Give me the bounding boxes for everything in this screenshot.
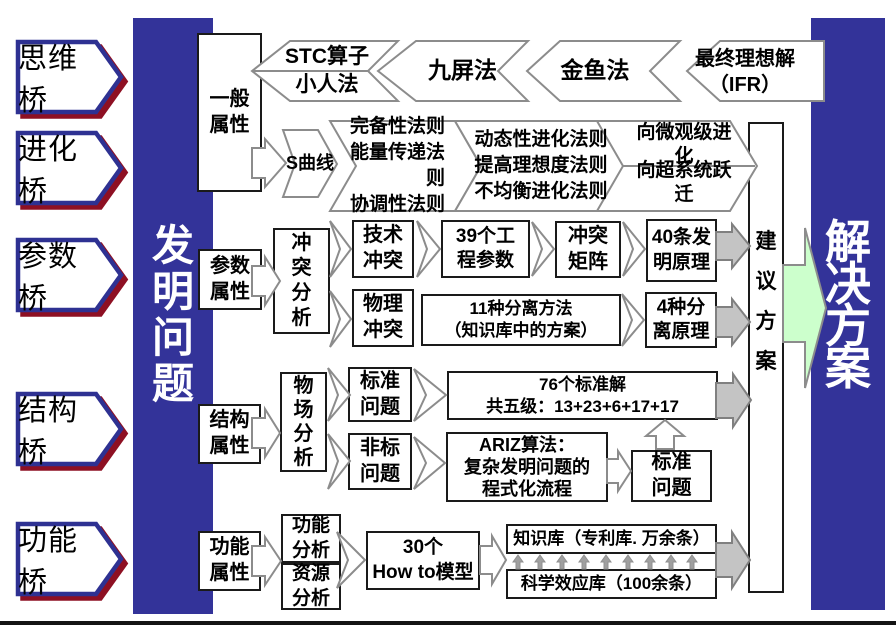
conflict-matrix-label: 冲突 矩阵 (568, 224, 608, 273)
function-attribute-label: 功能 属性 (209, 536, 250, 584)
bridge-label-function: 功能桥 (18, 525, 79, 599)
function-analysis-label: 功能 分析 (291, 515, 330, 561)
box-standard-problem-2 (631, 450, 712, 502)
box-11-separation-methods (421, 294, 621, 346)
ifr-label: 最终理想解 （IFR） (695, 48, 795, 96)
conflict-analysis-label: 冲 突 分 析 (291, 232, 312, 329)
arrow-to-39-parameters (416, 220, 442, 278)
box-39-engineering-parameters (441, 220, 530, 278)
arrow-to-physical-conflict (329, 290, 353, 348)
effects-to-knowledge-up-arrows (512, 554, 698, 570)
solution-title: 解 决 方 案 (825, 216, 871, 394)
path-super-label: 向超系统跃迁 (636, 159, 732, 205)
structure-attribute-label: 结构 属性 (209, 409, 250, 457)
bridge-label-thinking: 思维桥 (18, 43, 79, 117)
arrow-to-technical-conflict (329, 220, 353, 278)
box-function-attribute (198, 531, 261, 591)
bridge-label-evolution: 进化桥 (18, 134, 79, 208)
s-curve-label: S曲线 (285, 153, 334, 174)
resource-analysis-label: 资源 分析 (291, 563, 330, 609)
box-structure-attribute (198, 404, 261, 464)
su-field-analysis-label: 物 场 分 析 (293, 375, 314, 469)
bridge-label-parameter: 参数桥 (18, 241, 79, 315)
knowledge-base-label: 知识库（专利库. 万余条） (513, 529, 710, 549)
box-technical-conflict (352, 220, 414, 278)
box-conflict-analysis (273, 228, 330, 334)
ariz-label: ARIZ算法： 复杂发明问题的 程式化流程 (464, 435, 590, 499)
box-su-field-analysis (280, 372, 327, 472)
nine-screens-label: 九屏法 (428, 57, 497, 84)
76-solutions-label: 76个标准解 共五级：13+23+6+17+17 (486, 374, 679, 416)
technical-conflict-label: 技术 冲突 (363, 224, 403, 272)
goldfish-label: 金鱼法 (560, 57, 630, 84)
box-standard-problem (348, 367, 412, 422)
effects-base-label: 科学效应库（100余条） (520, 574, 703, 594)
footer-divider (0, 621, 896, 625)
bridge-label-structure: 结构桥 (18, 395, 79, 469)
arrow-4-separation-to-suggestion (715, 296, 752, 348)
arrow-to-ariz (413, 436, 447, 490)
evolution-rules-2-label: 动态性进化法则 提高理想度法则 不均衡进化法则 (474, 129, 608, 202)
parameter-attribute-label: 参数 属性 (210, 254, 250, 303)
arrow-to-30-models (336, 531, 367, 589)
physical-conflict-label: 物理 冲突 (363, 293, 403, 341)
invention-problem-title: 发 明 问 题 (151, 222, 194, 407)
30-models-label: 30个 How to模型 (372, 537, 474, 583)
arrow-to-nonstandard-problem (327, 433, 352, 490)
arrow-to-standard-problem (327, 367, 352, 422)
path-micro-label: 向微观级进化 (636, 121, 732, 167)
arrow-40-principles-to-suggestion (715, 221, 752, 271)
arrow-to-76-solutions (413, 368, 448, 422)
arrow-knowledge-to-suggestion (715, 528, 752, 592)
suggestion-plan-label: 建 议 方 案 (755, 230, 777, 373)
arrow-standard2-up-to-76 (643, 418, 687, 450)
arrow-to-conflict-matrix (531, 221, 556, 277)
general-attribute-label: 一般 属性 (209, 87, 250, 136)
box-physical-conflict (352, 289, 414, 347)
nonstandard-problem-label: 非标 问题 (360, 436, 400, 485)
box-conflict-matrix (555, 221, 621, 278)
11-separation-label: 11种分离方法 （知识库中的方案） (444, 299, 598, 340)
arrow-76-solutions-to-suggestion (715, 370, 753, 431)
box-effects-base (506, 569, 717, 599)
39-parameters-label: 39个工 程参数 (455, 225, 516, 271)
4-separation-label: 4种分 离原理 (652, 296, 710, 342)
arrow-models-to-knowledge (479, 532, 508, 588)
standard-problem-label: 标准 问题 (360, 369, 400, 418)
stc-little-people-label: STC算子 小人法 (285, 45, 369, 96)
arrow-to-4-separation (621, 293, 646, 347)
evolution-rules-1-label: 完备性法则 能量传递法则 协调性法则 (349, 116, 445, 215)
arrow-ariz-to-standard2 (606, 447, 633, 495)
40-principles-label: 40条发 明原理 (651, 227, 712, 273)
box-nonstandard-problem (348, 433, 412, 490)
arrow-to-40-principles (622, 221, 647, 277)
standard-problem-2-label: 标准 问题 (651, 451, 692, 499)
box-4-separation-principles (645, 292, 717, 348)
